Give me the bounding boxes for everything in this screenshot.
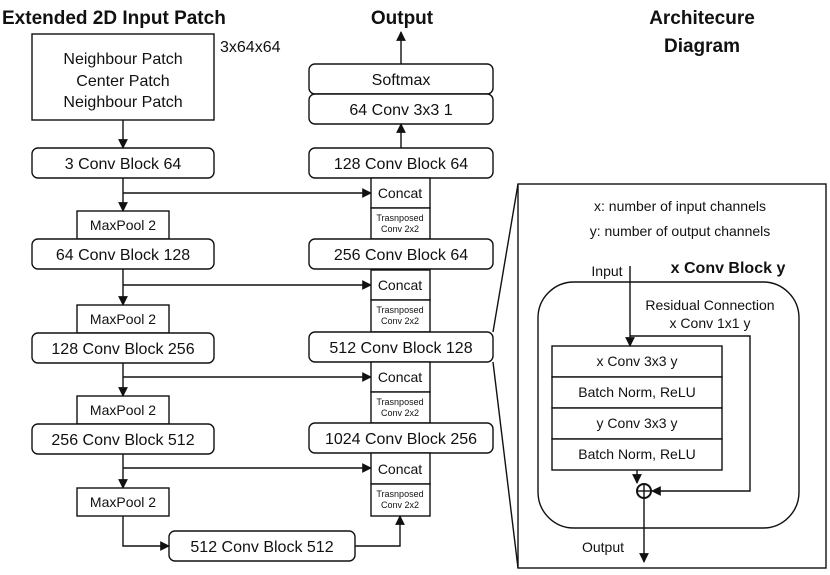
decoder-block-4-label: 1024 Conv Block 256 xyxy=(325,431,477,448)
encoder-maxpool-1-label: MaxPool 2 xyxy=(90,217,156,233)
detail-bn1-label: Batch Norm, ReLU xyxy=(578,384,695,400)
concat-box-4 xyxy=(370,452,431,485)
input-patch-line3: Neighbour Patch xyxy=(63,94,182,111)
input-patch-line2: Center Patch xyxy=(76,73,169,90)
output-title: Output xyxy=(371,8,434,29)
transposed-conv-label-1b: Conv 2x2 xyxy=(381,224,419,234)
input-title: Extended 2D Input Patch xyxy=(2,8,226,29)
transposed-conv-box-3 xyxy=(370,391,431,424)
bottleneck-block-label: 512 Conv Block 512 xyxy=(190,539,333,556)
encoder-block-3-label: 128 Conv Block 256 xyxy=(51,341,194,358)
concat-box-2 xyxy=(370,269,431,301)
transposed-conv-label-2a: Trasnposed xyxy=(376,305,423,315)
encoder-maxpool-2-label: MaxPool 2 xyxy=(90,311,156,327)
legend-x: x: number of input channels xyxy=(594,198,766,214)
decoder-block-1-label: 128 Conv Block 64 xyxy=(334,156,468,173)
transposed-conv-label-2b: Conv 2x2 xyxy=(381,316,419,326)
encoder-block-1-label: 3 Conv Block 64 xyxy=(65,156,182,173)
input-patch-line1: Neighbour Patch xyxy=(63,51,182,68)
encoder-block-4-label: 256 Conv Block 512 xyxy=(51,432,194,449)
encoder-maxpool-2 xyxy=(76,304,170,334)
detail-bn1 xyxy=(551,376,723,409)
input-patch-box xyxy=(31,33,215,121)
detail-input-label: Input xyxy=(591,263,622,279)
residual-label: Residual Connection xyxy=(645,297,774,313)
concat-label-2: Concat xyxy=(378,277,422,293)
input-dims: 3x64x64 xyxy=(220,39,281,56)
arrow-bottleneck-to-transposed xyxy=(355,515,405,547)
decoder-block-2 xyxy=(308,238,494,270)
decoder-block-2-label: 256 Conv Block 64 xyxy=(334,247,468,264)
residual-connection-path xyxy=(630,335,751,496)
architecture-title-line1: Architecure xyxy=(649,8,755,29)
residual-conv-label: x Conv 1x1 y xyxy=(670,315,751,331)
legend-y: y: number of output channels xyxy=(590,223,771,239)
transposed-conv-label-1a: Trasnposed xyxy=(376,213,423,223)
transposed-conv-label-4b: Conv 2x2 xyxy=(381,500,419,510)
concat-label-4: Concat xyxy=(378,461,422,477)
concat-label-3: Concat xyxy=(378,369,422,385)
concat-label-1: Concat xyxy=(378,185,422,201)
softmax-label: Softmax xyxy=(372,72,431,89)
architecture-title-line2: Diagram xyxy=(664,36,740,57)
zoom-line-bottom xyxy=(492,361,519,569)
transposed-conv-label-3b: Conv 2x2 xyxy=(381,408,419,418)
detail-output-label: Output xyxy=(582,539,624,555)
encoder-block-2-label: 64 Conv Block 128 xyxy=(56,247,190,264)
detail-title: x Conv Block y xyxy=(671,260,786,277)
detail-bn2-label: Batch Norm, ReLU xyxy=(578,446,695,462)
decoder-block-3-label: 512 Conv Block 128 xyxy=(329,340,472,357)
concat-box-3 xyxy=(370,361,431,393)
final-conv-label: 64 Conv 3x3 1 xyxy=(349,102,452,119)
encoder-maxpool-4-label: MaxPool 2 xyxy=(90,494,156,510)
arrow-pool4-to-bottleneck xyxy=(122,516,170,551)
zoom-line-top xyxy=(492,183,519,333)
encoder-maxpool-3-label: MaxPool 2 xyxy=(90,402,156,418)
transposed-conv-box-2 xyxy=(370,299,431,333)
transposed-conv-label-4a: Trasnposed xyxy=(376,489,423,499)
detail-conv2 xyxy=(551,407,723,440)
detail-conv1-label: x Conv 3x3 y xyxy=(597,353,678,369)
detail-conv2-label: y Conv 3x3 y xyxy=(597,415,678,431)
detail-bn2 xyxy=(551,438,723,471)
transposed-conv-label-3a: Trasnposed xyxy=(376,397,423,407)
concat-box-1 xyxy=(370,177,431,209)
